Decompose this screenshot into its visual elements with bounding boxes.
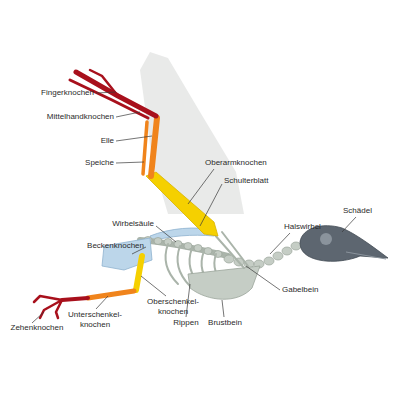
tarsus xyxy=(62,298,88,300)
femur xyxy=(136,256,142,290)
part-label: Schädel xyxy=(343,206,397,216)
vertebra xyxy=(194,245,202,252)
vertebra xyxy=(264,257,274,265)
ghost-wing xyxy=(140,52,244,214)
leader-line xyxy=(342,217,356,232)
vertebra xyxy=(273,252,283,260)
toe-bones xyxy=(34,296,62,318)
leader-line xyxy=(32,312,44,323)
leader-line xyxy=(141,276,166,296)
beak-line xyxy=(346,252,386,259)
part-label: Rippen xyxy=(166,318,206,328)
part-label: Zehenknochen xyxy=(2,323,72,333)
sternum xyxy=(188,266,260,299)
leader-line xyxy=(116,162,144,163)
leader-line xyxy=(200,184,222,226)
leader-line xyxy=(116,112,140,117)
part-label: Halswirbel xyxy=(284,222,354,232)
part-label: Beckenknochen xyxy=(64,241,144,251)
part-label: Speiche xyxy=(64,158,114,168)
skull xyxy=(300,226,388,262)
tibia xyxy=(88,291,134,298)
part-label: Fingerknochen xyxy=(20,88,94,98)
part-label: Unterschenkel- knochen xyxy=(62,310,128,330)
leader-line xyxy=(270,233,290,254)
leader-lines xyxy=(32,92,356,323)
leader-line xyxy=(96,296,108,309)
part-label: Elle xyxy=(74,136,114,146)
vertebra xyxy=(154,238,162,245)
leader-line xyxy=(222,300,224,317)
vertebra xyxy=(282,247,292,255)
furcula xyxy=(214,232,248,268)
part-label: Brustbein xyxy=(200,318,250,328)
leader-line xyxy=(246,266,280,290)
vertebra xyxy=(291,242,301,250)
leader-line xyxy=(96,92,116,93)
vertebra xyxy=(204,248,212,255)
neck-vertebrae xyxy=(224,242,301,268)
part-label: Schulterblatt xyxy=(224,176,304,186)
finger-bone xyxy=(90,70,118,96)
part-label: Wirbelsäule xyxy=(84,219,154,229)
part-label: Oberarmknochen xyxy=(205,158,295,168)
rib xyxy=(178,246,190,286)
eye-socket xyxy=(320,233,332,245)
part-label: Mittelhandknochen xyxy=(14,112,114,122)
leader-line xyxy=(156,226,176,242)
radius xyxy=(143,122,147,174)
leader-line xyxy=(188,169,214,204)
part-label: Gabelbein xyxy=(282,285,352,295)
rib xyxy=(166,244,178,284)
part-label: Oberschenkel- knochen xyxy=(142,297,204,317)
ulna xyxy=(151,118,157,176)
vertebrae xyxy=(144,237,222,258)
leader-line xyxy=(116,136,152,141)
